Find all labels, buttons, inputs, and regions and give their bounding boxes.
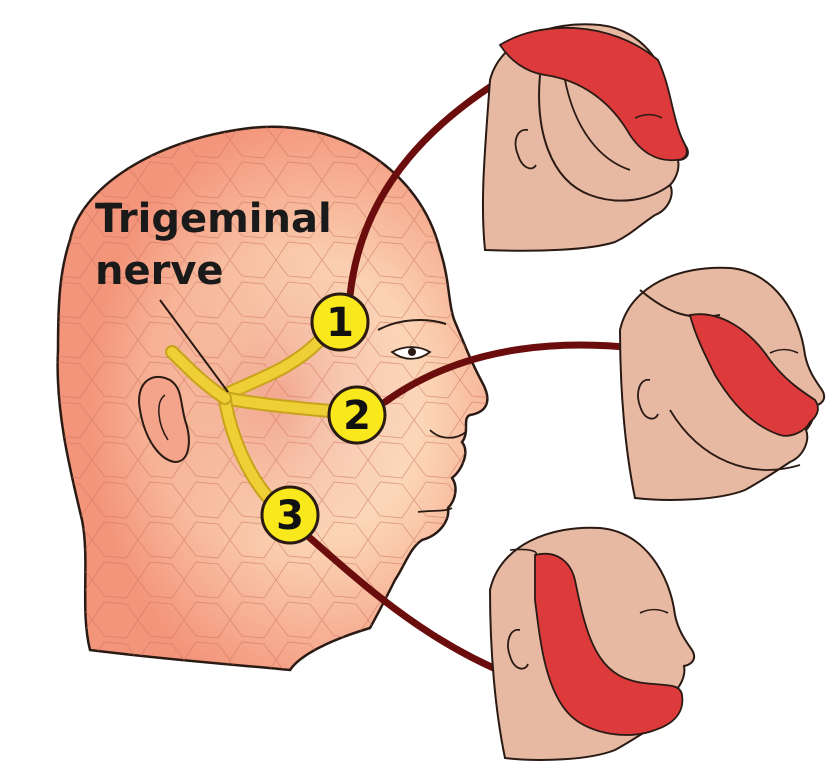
badge-3-number: 3 [276,493,304,539]
label-line-2: nerve [95,248,224,294]
badge-3: 3 [262,487,318,543]
badge-1-number: 1 [326,300,354,346]
small-head-3 [490,528,694,760]
badge-2-number: 2 [343,393,371,439]
small-head-1 [483,24,688,250]
badge-1: 1 [312,294,368,350]
small-head-2 [620,268,824,500]
badge-2: 2 [329,387,385,443]
label-line-1: Trigeminal [95,196,332,242]
